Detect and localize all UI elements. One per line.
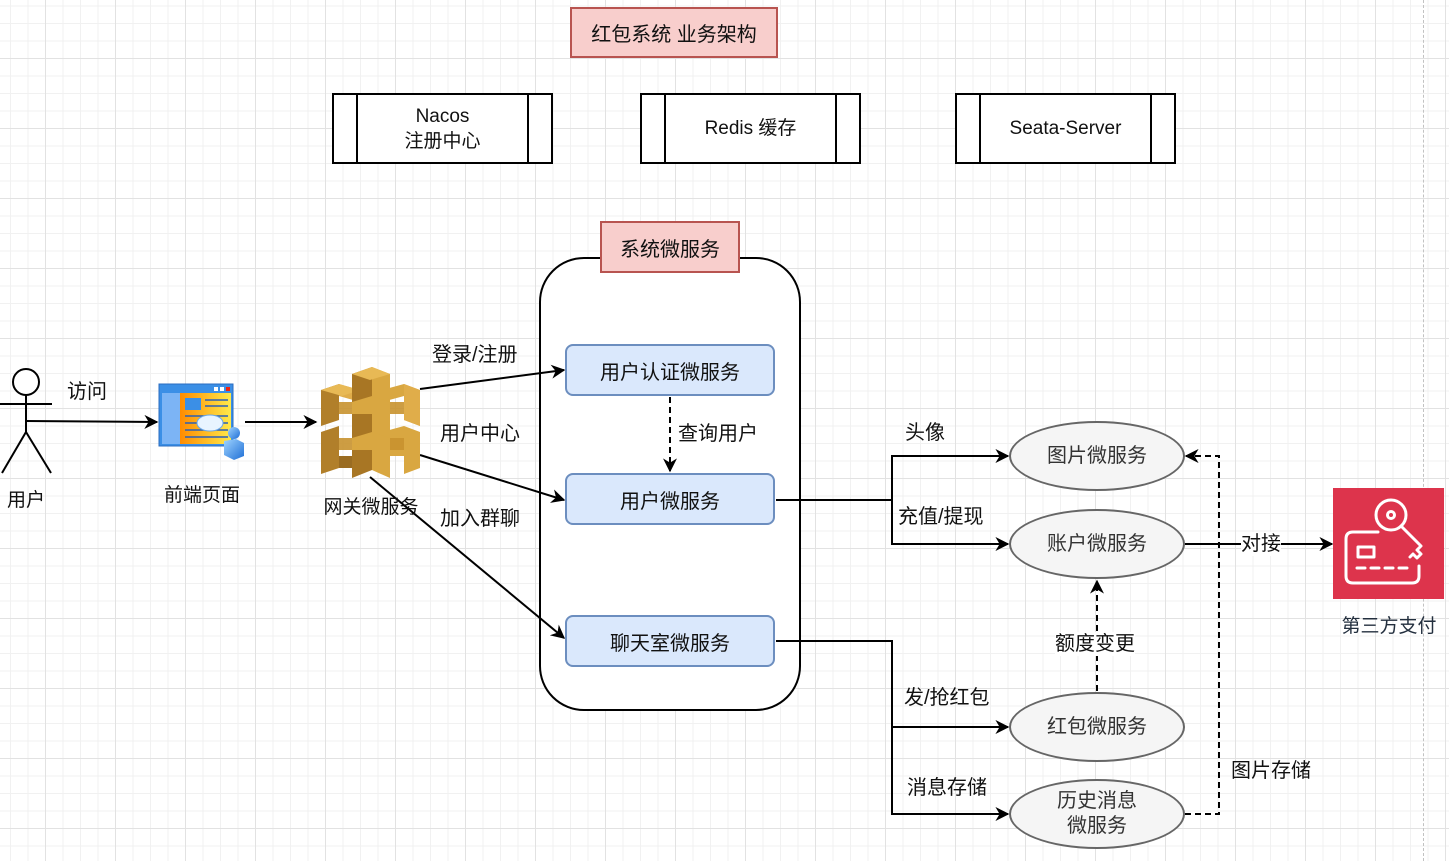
service-account-label: 账户微服务 [1047,532,1147,555]
edge-label-avatar: 头像 [905,422,945,444]
frontend-label: 前端页面 [163,485,240,506]
edge-chat-history[interactable] [891,727,1010,821]
web-page-icon[interactable] [158,383,246,461]
api-gateway-icon[interactable] [320,366,422,478]
service-image-label: 图片微服务 [1047,444,1147,467]
service-auth[interactable]: 用户认证微服务 [565,344,775,396]
infra-nacos-line1: Nacos [415,105,470,127]
infra-redis-label: Redis 缓存 [704,118,797,139]
stick-figure-icon[interactable] [0,367,54,477]
service-history[interactable]: 历史消息 微服务 [1009,779,1185,849]
service-chat-label: 聊天室微服务 [610,632,730,655]
diagram-title-text: 红包系统 业务架构 [591,24,757,46]
edge-gateway-auth[interactable] [419,364,566,390]
infra-seata[interactable]: Seata-Server [955,93,1176,164]
edge-label-message-storage: 消息存储 [907,777,987,799]
infra-nacos-line2: 注册中心 [404,130,481,152]
edge-label-send-grab-redpacket: 发/抢红包 [904,687,990,709]
service-account[interactable]: 账户微服务 [1009,509,1185,579]
payment-label: 第三方支付 [1341,616,1437,637]
edge-label-image-storage: 图片存储 [1231,760,1311,782]
edge-label-visit: 访问 [67,381,107,403]
edge-history-image[interactable] [1184,449,1220,815]
system-services-title-text: 系统微服务 [620,238,720,261]
edge-label-quota-change: 额度变更 [1055,632,1135,656]
service-auth-label: 用户认证微服务 [600,361,740,384]
service-redpacket-label: 红包微服务 [1047,715,1147,738]
infra-redis[interactable]: Redis 缓存 [640,93,861,164]
actor-label: 用户 [6,490,45,511]
service-history-line2: 微服务 [1067,815,1127,837]
service-user[interactable]: 用户微服务 [565,473,775,525]
edge-label-join-group: 加入群聊 [440,508,520,530]
infra-nacos[interactable]: Nacos 注册中心 [332,93,553,164]
service-chat[interactable]: 聊天室微服务 [565,615,775,667]
edge-label-user-center: 用户中心 [440,423,520,445]
edge-gateway-chat[interactable] [369,476,566,639]
edge-user-account[interactable] [891,500,1010,551]
edge-user-branch[interactable] [776,449,1010,501]
system-services-title[interactable]: 系统微服务 [600,221,740,273]
infra-seata-label: Seata-Server [1009,118,1122,139]
edge-chat-redpacket[interactable] [776,640,1010,734]
payment-card-key-icon[interactable] [1333,488,1444,599]
gateway-label: 网关微服务 [323,497,419,518]
page-break-line [1423,0,1424,861]
edge-user-frontend[interactable] [25,414,159,429]
edge-label-login-register: 登录/注册 [432,344,518,366]
service-redpacket[interactable]: 红包微服务 [1009,692,1185,762]
service-user-label: 用户微服务 [620,490,720,513]
edge-label-query-user: 查询用户 [678,423,758,445]
service-history-line1: 历史消息 [1057,790,1137,812]
service-image[interactable]: 图片微服务 [1009,421,1185,491]
edge-gateway-user[interactable] [419,454,566,503]
edge-label-recharge-withdraw: 充值/提现 [898,506,984,528]
edge-label-integrate: 对接 [1241,532,1281,556]
diagram-title[interactable]: 红包系统 业务架构 [570,7,778,58]
